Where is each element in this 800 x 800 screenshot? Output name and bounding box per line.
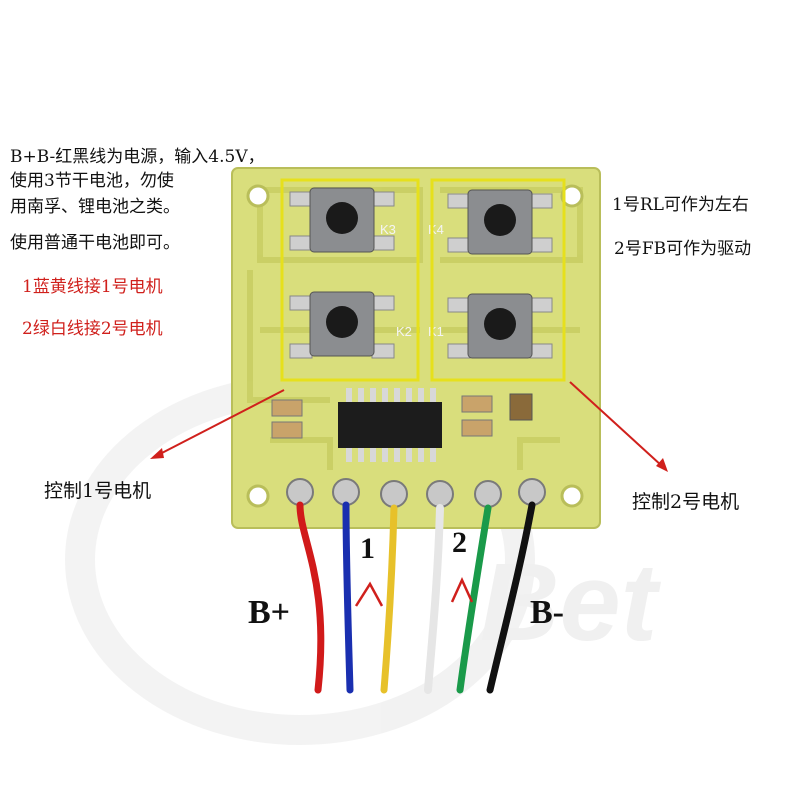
wire-group-2-label: 2 xyxy=(452,526,467,559)
arrow-right xyxy=(569,381,668,472)
silk-k1: K1 xyxy=(428,324,444,339)
smd-components xyxy=(271,393,533,439)
power-note-line4: 使用普通干电池即可。 xyxy=(10,233,180,253)
ic-chip xyxy=(338,388,442,462)
wire-group-1-label: 1 xyxy=(360,532,375,565)
silk-k3: K3 xyxy=(380,222,396,237)
highlight-box-left xyxy=(280,178,420,382)
tact-button-k4 xyxy=(447,189,553,255)
power-note-line3: 用南孚、锂电池之类。 xyxy=(10,197,180,217)
b-plus-label: B+ xyxy=(248,594,291,631)
arrow-left xyxy=(150,389,285,459)
highlight-box-right xyxy=(430,178,566,382)
wire-blue xyxy=(342,501,354,694)
wire-yellow xyxy=(380,504,398,694)
wire-red xyxy=(296,501,325,694)
b-minus-label: B- xyxy=(530,594,564,631)
silk-k4: K4 xyxy=(428,222,444,237)
power-note-line2: 使用3节干电池，勿使 xyxy=(10,171,174,191)
control-motor1-label: 控制1号电机 xyxy=(44,480,152,502)
tact-button-k1 xyxy=(447,293,553,359)
wire-white xyxy=(424,504,444,694)
caret-1 xyxy=(354,581,384,607)
power-note-line1: B+B-红黑线为电源，输入4.5V， xyxy=(10,147,265,167)
rl-note: 1号RL可作为左右 xyxy=(612,195,749,215)
fb-note: 2号FB可作为驱动 xyxy=(614,239,752,259)
motor1-wires-note: 1蓝黄线接1号电机 xyxy=(22,277,163,297)
control-motor2-label: 控制2号电机 xyxy=(632,491,740,513)
motor2-wires-note: 2绿白线接2号电机 xyxy=(22,319,163,339)
tact-button-k3 xyxy=(289,187,395,253)
caret-2 xyxy=(450,576,474,603)
wire-black xyxy=(486,501,536,694)
wire-green xyxy=(456,504,492,694)
silk-k2: K2 xyxy=(396,324,412,339)
mounting-holes xyxy=(246,184,584,508)
tact-button-k2 xyxy=(289,291,395,359)
svg-text:Bet: Bet xyxy=(480,541,662,664)
